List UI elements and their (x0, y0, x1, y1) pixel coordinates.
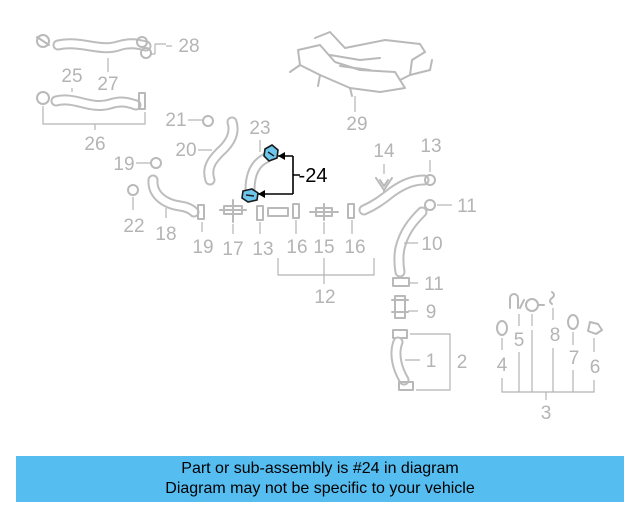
leader-25 (71, 88, 73, 92)
part-6-switch (587, 321, 603, 335)
exploded-parts-diagram: 28 27 25 26 29 21 20 23 (36, 31, 603, 424)
clamp-2-top (392, 329, 408, 339)
callout-6: 6 (590, 357, 601, 378)
hose-23-part (244, 152, 272, 196)
hose-25-part (50, 94, 142, 111)
leader-3 (501, 330, 595, 400)
callout-2: 2 (457, 352, 468, 373)
pipe-16-left (267, 207, 289, 217)
callout-13-right: 13 (420, 136, 441, 157)
banner-line-2: Diagram may not be specific to your vehi… (165, 480, 475, 497)
part-8-spring (549, 291, 555, 305)
hose-18-part (147, 174, 200, 218)
callout-3: 3 (541, 403, 552, 424)
callout-19-top: 19 (113, 154, 134, 175)
callout-21: 21 (165, 110, 186, 131)
connector-26 (138, 92, 146, 110)
callout-5: 5 (514, 330, 525, 351)
callout-25: 25 (61, 66, 82, 87)
clamp-24-upper[interactable] (263, 144, 279, 162)
hose-20-part (203, 116, 239, 186)
clamp-28-pair (136, 36, 152, 59)
callout-17: 17 (222, 239, 243, 260)
callout-16-right: 16 (344, 237, 365, 258)
clamp-22 (127, 184, 139, 196)
callout-11-top: 11 (457, 196, 477, 217)
callout-22: 22 (123, 216, 144, 237)
clamp-11-bottom (392, 277, 410, 287)
callout-28: 28 (178, 36, 199, 57)
callout-14: 14 (373, 141, 395, 162)
arrowhead-24-lower (258, 190, 265, 198)
callout-4: 4 (497, 355, 508, 376)
hose-27-part (52, 38, 152, 54)
leader-24 (258, 155, 300, 195)
frame-29-part (289, 31, 433, 97)
callout-27: 27 (97, 74, 118, 95)
info-banner: Part or sub-assembly is #24 in diagram D… (16, 456, 624, 502)
connector-16-right (347, 203, 355, 219)
hose-upper-right (358, 174, 430, 216)
leader-26 (42, 106, 146, 130)
callout-23: 23 (249, 118, 270, 139)
part-sensor (519, 298, 545, 312)
part-7-oring (567, 314, 579, 330)
tee-15-part (309, 203, 339, 221)
callout-12: 12 (314, 287, 335, 308)
callout-10: 10 (421, 234, 442, 255)
part-5-clip (509, 293, 519, 309)
clamp-2-bottom (398, 381, 414, 391)
callout-9: 9 (426, 302, 437, 323)
connector-19 (197, 204, 205, 220)
fitting-9-part (391, 295, 409, 319)
arrowhead-24-upper (278, 152, 285, 160)
callout-1: 1 (426, 351, 437, 372)
callout-15: 15 (313, 237, 334, 258)
part-4-ring (496, 320, 508, 336)
hose-1-part (390, 336, 410, 386)
tee-17-part (219, 199, 247, 223)
clamp-19 (150, 157, 162, 169)
callout-20: 20 (175, 140, 196, 161)
callout-16-left: 16 (286, 237, 307, 258)
callout-26: 26 (84, 134, 105, 155)
connector-13-left (256, 205, 264, 221)
callout-24: -24 (299, 165, 328, 187)
clamp-11-top (424, 199, 436, 211)
clamp-13 (424, 174, 436, 186)
callout-18: 18 (155, 224, 176, 245)
connector-16-left (292, 203, 300, 219)
callout-7: 7 (569, 348, 580, 369)
callout-8: 8 (550, 325, 561, 346)
leader-28 (150, 43, 166, 55)
leader-1-2 (405, 333, 451, 391)
banner-line-1: Part or sub-assembly is #24 in diagram (181, 460, 459, 477)
hose-10-part (393, 206, 428, 278)
clamp-left-top (36, 34, 50, 48)
callout-13-left: 13 (252, 239, 273, 260)
clamp-left-mid (36, 91, 50, 105)
clamp-21 (202, 115, 214, 127)
callout-11-bottom: 11 (424, 274, 444, 295)
callout-19-bot: 19 (192, 237, 213, 258)
leader-12 (277, 258, 375, 284)
callout-29: 29 (346, 114, 367, 135)
clamp-24-lower[interactable] (241, 188, 259, 203)
